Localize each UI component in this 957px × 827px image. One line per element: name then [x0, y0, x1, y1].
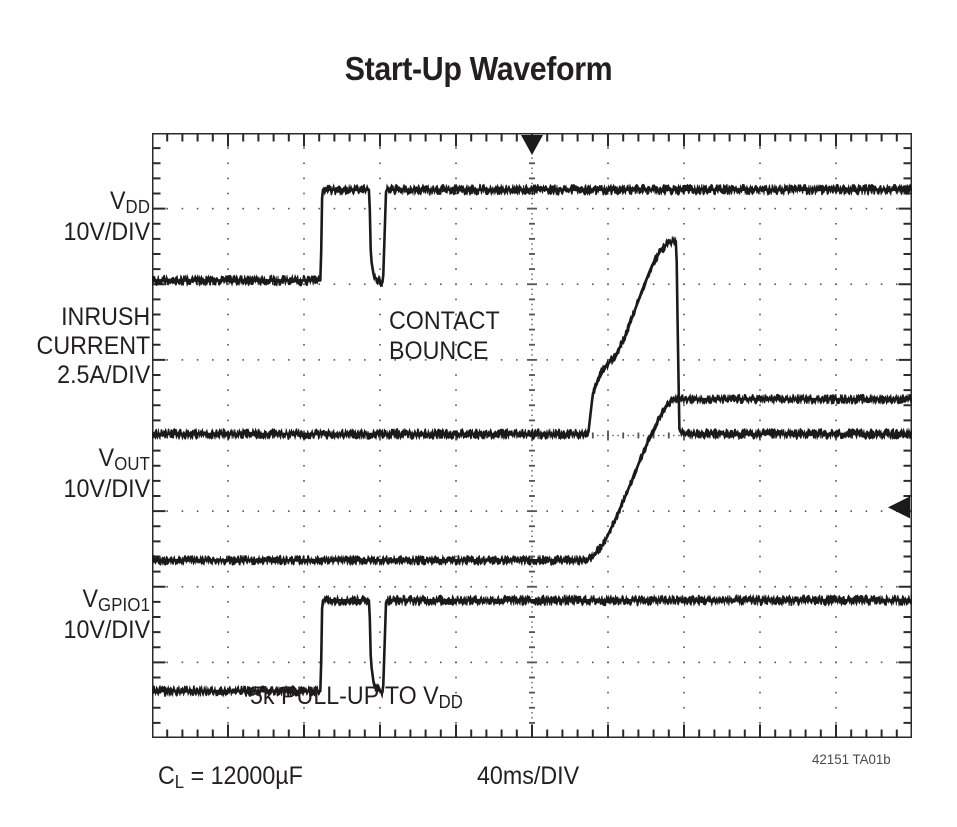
y-axis-label-inrush-line2: CURRENT [36, 332, 150, 360]
y-axis-label-vout: VOUT 10V/DIV [63, 444, 150, 504]
page-title: Start-Up Waveform [344, 50, 613, 87]
annotation-pullup: 5k PULL-UP TO VDD [250, 682, 463, 712]
trigger-position-marker-icon [521, 135, 543, 155]
waveform-trace-core [152, 599, 912, 694]
y-axis-label-inrush-line1: INRUSH [60, 303, 150, 331]
waveform-trace [152, 235, 912, 441]
annotation-contact-bounce-line2: BOUNCE [389, 337, 489, 365]
y-axis-label-vgpio1: VGPIO1 10V/DIV [63, 585, 150, 645]
y-axis-label-vgpio1-signal: VGPIO1 [82, 585, 150, 615]
oscilloscope-screen [152, 133, 912, 738]
waveform-trace [152, 393, 912, 567]
y-axis-label-inrush: INRUSH CURRENT 2.5A/DIV [36, 303, 150, 390]
caption-load-capacitance: CL = 12000µF [158, 762, 303, 792]
annotation-contact-bounce: CONTACT BOUNCE [389, 306, 500, 366]
waveform-trace [152, 183, 912, 288]
document-code: 42151 TA01b [812, 751, 891, 767]
waveform-plot [152, 133, 912, 738]
scope-edge-ticks [152, 133, 912, 738]
caption-timebase: 40ms/DIV [477, 762, 580, 790]
y-axis-label-vout-signal: VOUT [98, 444, 150, 474]
y-axis-label-vdd-signal: VDD [109, 187, 150, 217]
trigger-level-marker-icon [888, 496, 910, 519]
y-axis-label-vdd: VDD 10V/DIV [63, 187, 150, 247]
annotation-contact-bounce-line1: CONTACT [389, 307, 500, 335]
y-axis-label-vgpio1-scale: 10V/DIV [63, 616, 150, 644]
waveform-trace-core [152, 239, 912, 436]
scope-traces [152, 183, 912, 699]
waveform-trace-core [152, 188, 912, 284]
waveform-trace-core [152, 397, 912, 562]
y-axis-label-vout-scale: 10V/DIV [63, 475, 150, 503]
y-axis-label-inrush-scale: 2.5A/DIV [56, 361, 150, 389]
y-axis-label-vdd-scale: 10V/DIV [63, 218, 150, 246]
